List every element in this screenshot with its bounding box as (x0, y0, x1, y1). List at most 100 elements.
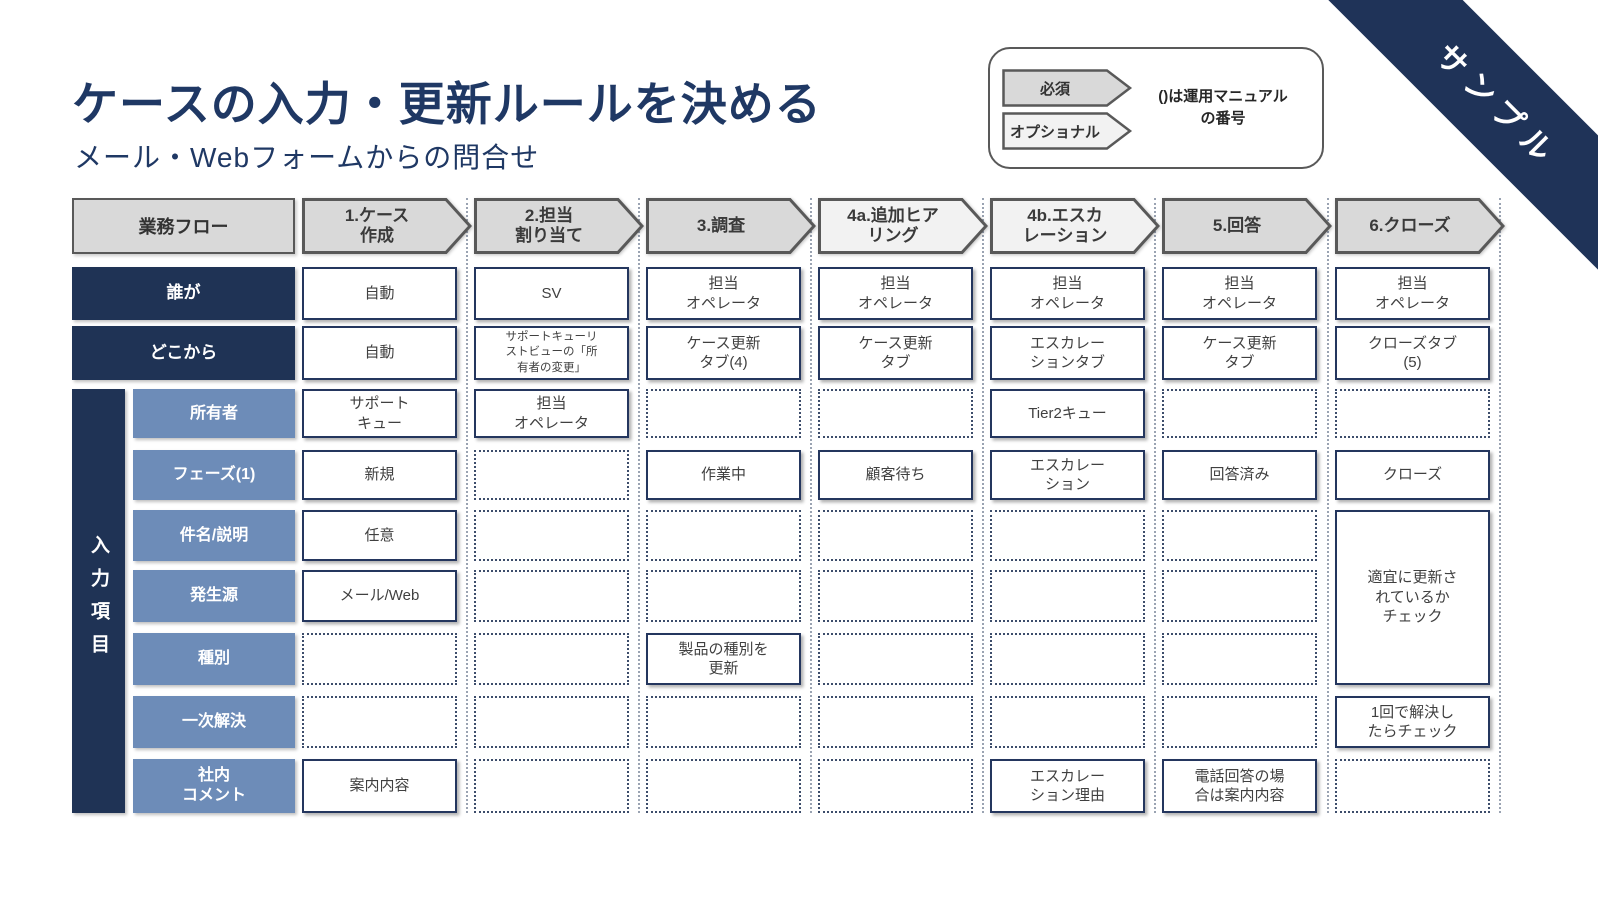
flow-header-label: 業務フロー (72, 198, 295, 254)
flow-step: 2.担当 割り当て (474, 198, 644, 254)
grid-cell: 適宜に更新さ れているか チェック (1335, 510, 1490, 685)
grid-cell: 作業中 (646, 450, 801, 500)
arrow-shape-icon (302, 198, 472, 254)
arrow-shape-icon (1335, 198, 1505, 254)
grid-cell-empty (818, 570, 973, 622)
legend-required-arrow: 必須 (1002, 69, 1134, 107)
row-label: 発生源 (133, 570, 295, 622)
sample-ribbon: サンプル (1292, 0, 1598, 304)
legend: 必須 オプショナル ()は運用マニュアル の番号 (988, 47, 1324, 169)
grid-cell: エスカレー ション (990, 450, 1145, 500)
grid-cell-empty (646, 696, 801, 748)
grid-cell-empty (646, 570, 801, 622)
flow-step: 3.調査 (646, 198, 816, 254)
grid-cell: 1回で解決し たらチェック (1335, 696, 1490, 748)
arrow-shape-icon (1002, 69, 1133, 107)
grid-cell: 担当 オペレータ (990, 267, 1145, 320)
page-subtitle: メール・Webフォームからの問合せ (74, 142, 540, 173)
legend-note: ()は運用マニュアル の番号 (1158, 87, 1288, 128)
grid-cell-empty (818, 759, 973, 813)
grid-cell-empty (474, 570, 629, 622)
grid-cell: 担当 オペレータ (1162, 267, 1317, 320)
arrow-shape-icon (646, 198, 816, 254)
grid-cell-empty (646, 389, 801, 438)
grid-cell-empty (474, 759, 629, 813)
grid-cell-empty (474, 633, 629, 685)
row-label: 社内 コメント (133, 759, 295, 813)
flow-step: 4a.追加ヒア リング (818, 198, 988, 254)
legend-optional-arrow: オプショナル (1002, 112, 1134, 150)
arrow-shape-icon (990, 198, 1160, 254)
column-separator (1498, 198, 1501, 813)
sample-ribbon-label: サンプル (1428, 37, 1566, 175)
row-label: 種別 (133, 633, 295, 685)
grid-cell-empty (818, 510, 973, 561)
flow-step: 6.クローズ (1335, 198, 1505, 254)
grid-cell-empty (990, 570, 1145, 622)
row-label: 誰が (72, 267, 295, 320)
grid-cell-empty (302, 633, 457, 685)
grid-cell: メール/Web (302, 570, 457, 622)
column-separator (637, 198, 640, 813)
column-separator (1326, 198, 1329, 813)
grid-cell: 担当 オペレータ (646, 267, 801, 320)
grid-cell-empty (646, 759, 801, 813)
grid-cell: 電話回答の場 合は案内内容 (1162, 759, 1317, 813)
grid-cell: クローズ (1335, 450, 1490, 500)
grid-cell-empty (1335, 389, 1490, 438)
grid-cell-empty (646, 510, 801, 561)
grid-cell-empty (990, 633, 1145, 685)
flow-step-label: 5.回答 (1212, 215, 1262, 235)
grid-cell: ケース更新 タブ (1162, 326, 1317, 380)
grid-cell-empty (474, 510, 629, 561)
row-label: 一次解決 (133, 696, 295, 748)
flow-step: 1.ケース 作成 (302, 198, 472, 254)
grid-cell: 回答済み (1162, 450, 1317, 500)
grid-cell-empty (818, 696, 973, 748)
grid-cell: 案内内容 (302, 759, 457, 813)
grid-cell-empty (1335, 759, 1490, 813)
flow-step: 5.回答 (1162, 198, 1332, 254)
grid-cell-empty (1162, 633, 1317, 685)
flow-step-label: 6.クローズ (1369, 215, 1451, 235)
flow-step-label: 4b.エスカ レーション (1022, 205, 1108, 245)
grid-cell-empty (474, 450, 629, 500)
grid-cell-empty (818, 389, 973, 438)
grid-cell: 自動 (302, 267, 457, 320)
column-separator (1153, 198, 1156, 813)
grid-cell: 新規 (302, 450, 457, 500)
row-label: どこから (72, 326, 295, 380)
column-separator (465, 198, 468, 813)
grid-cell-empty (474, 696, 629, 748)
grid-cell: 担当 オペレータ (474, 389, 629, 438)
input-section-bar: 入力項目 (72, 389, 125, 813)
grid-cell: 自動 (302, 326, 457, 380)
page-title: ケースの入力・更新ルールを決める (72, 78, 822, 130)
grid-cell-empty (990, 696, 1145, 748)
arrow-shape-icon (818, 198, 988, 254)
grid-cell: サポートキューリ ストビューの「所 有者の変更」 (474, 326, 629, 380)
column-separator (809, 198, 812, 813)
legend-required-label: 必須 (1039, 80, 1070, 98)
row-label: 件名/説明 (133, 510, 295, 561)
grid-cell-empty (1162, 696, 1317, 748)
grid-cell: クローズタブ (5) (1335, 326, 1490, 380)
grid-cell: ケース更新 タブ (818, 326, 973, 380)
flow-step-label: 1.ケース 作成 (344, 205, 410, 245)
grid-cell-empty (818, 633, 973, 685)
grid-cell-empty (990, 510, 1145, 561)
grid-cell-empty (1162, 510, 1317, 561)
grid-cell: Tier2キュー (990, 389, 1145, 438)
arrow-shape-icon (474, 198, 644, 254)
column-separator (981, 198, 984, 813)
grid-cell: エスカレー ションタブ (990, 326, 1145, 380)
legend-optional-label: オプショナル (1009, 123, 1100, 141)
grid-cell: ケース更新 タブ(4) (646, 326, 801, 380)
grid-cell: エスカレー ション理由 (990, 759, 1145, 813)
grid-cell-empty (1162, 570, 1317, 622)
grid-cell: 任意 (302, 510, 457, 561)
flow-step: 4b.エスカ レーション (990, 198, 1160, 254)
grid-cell-empty (1162, 389, 1317, 438)
grid-cell: 製品の種別を 更新 (646, 633, 801, 685)
